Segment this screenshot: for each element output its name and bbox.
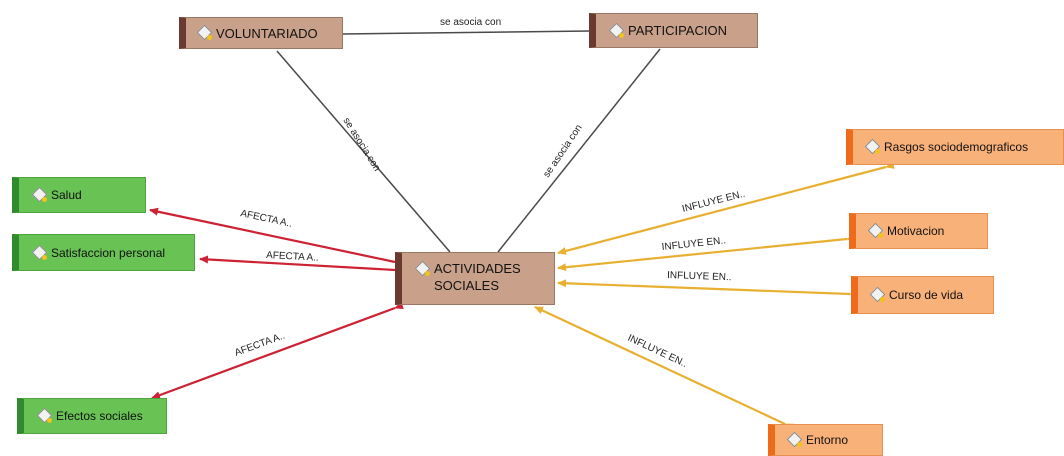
node-voluntariado[interactable]: VOLUNTARIADO: [179, 17, 343, 49]
edge-participacion-actividades: [497, 48, 661, 253]
node-label: Efectos sociales: [56, 409, 143, 423]
node-participacion[interactable]: PARTICIPACION: [589, 13, 758, 48]
edge-actividades-salud: [149, 207, 404, 268]
node-efectos-sociales[interactable]: Efectos sociales: [17, 398, 167, 434]
node-actividades-sociales[interactable]: ACTIVIDADES SOCIALES: [395, 252, 555, 305]
edge-actividades-efectos: [151, 301, 404, 400]
concept-icon: [38, 409, 52, 423]
concept-icon: [869, 224, 883, 238]
node-label: Salud: [51, 188, 82, 202]
concept-icon: [866, 140, 880, 154]
label-voluntariado-actividades: se asocia con: [340, 116, 382, 174]
node-curso-de-vida[interactable]: Curso de vida: [851, 276, 994, 314]
node-entorno[interactable]: Entorno: [768, 424, 883, 456]
label-voluntariado-participacion: se asocia con: [440, 17, 501, 28]
label-curso-actividades: INFLUYE EN..: [667, 270, 732, 283]
node-label: Motivacion: [887, 224, 945, 238]
node-label: PARTICIPACION: [628, 23, 727, 38]
edge-entorno-actividades: [534, 306, 794, 432]
node-satisfaccion-personal[interactable]: Satisfaccion personal: [12, 234, 195, 271]
concept-icon: [33, 246, 47, 260]
edge-voluntariado-actividades: [276, 50, 451, 253]
node-motivacion[interactable]: Motivacion: [849, 213, 988, 249]
concept-icon: [871, 288, 885, 302]
concept-icon: [33, 188, 47, 202]
node-label: Curso de vida: [889, 288, 964, 302]
label-motivacion-actividades: INFLUYE EN..: [661, 235, 726, 253]
concept-icon: [198, 26, 212, 40]
label-actividades-efectos: AFECTA A..: [233, 330, 286, 358]
label-rasgos-actividades: INFLUYE EN..: [681, 189, 746, 215]
edge-motivacion-actividades: [557, 234, 856, 272]
concept-icon: [610, 24, 624, 38]
edge-curso-actividades: [557, 279, 859, 299]
label-actividades-satisfaccion: AFECTA A..: [266, 250, 319, 264]
edge-actividades-satisfaccion: [199, 255, 404, 275]
node-label: Entorno: [806, 433, 849, 447]
concept-icon: [416, 262, 430, 276]
label-actividades-salud: AFECTA A..: [239, 208, 293, 230]
node-rasgos-sociodemograficos[interactable]: Rasgos sociodemograficos: [846, 129, 1064, 165]
node-label: VOLUNTARIADO: [216, 25, 318, 41]
concept-icon: [788, 433, 802, 447]
edge-voluntariado-participacion: [341, 30, 591, 35]
node-label: Rasgos sociodemograficos: [884, 140, 1029, 154]
node-label: Satisfaccion personal: [51, 245, 166, 260]
node-salud[interactable]: Salud: [12, 177, 146, 213]
node-label: ACTIVIDADES SOCIALES: [434, 261, 521, 293]
